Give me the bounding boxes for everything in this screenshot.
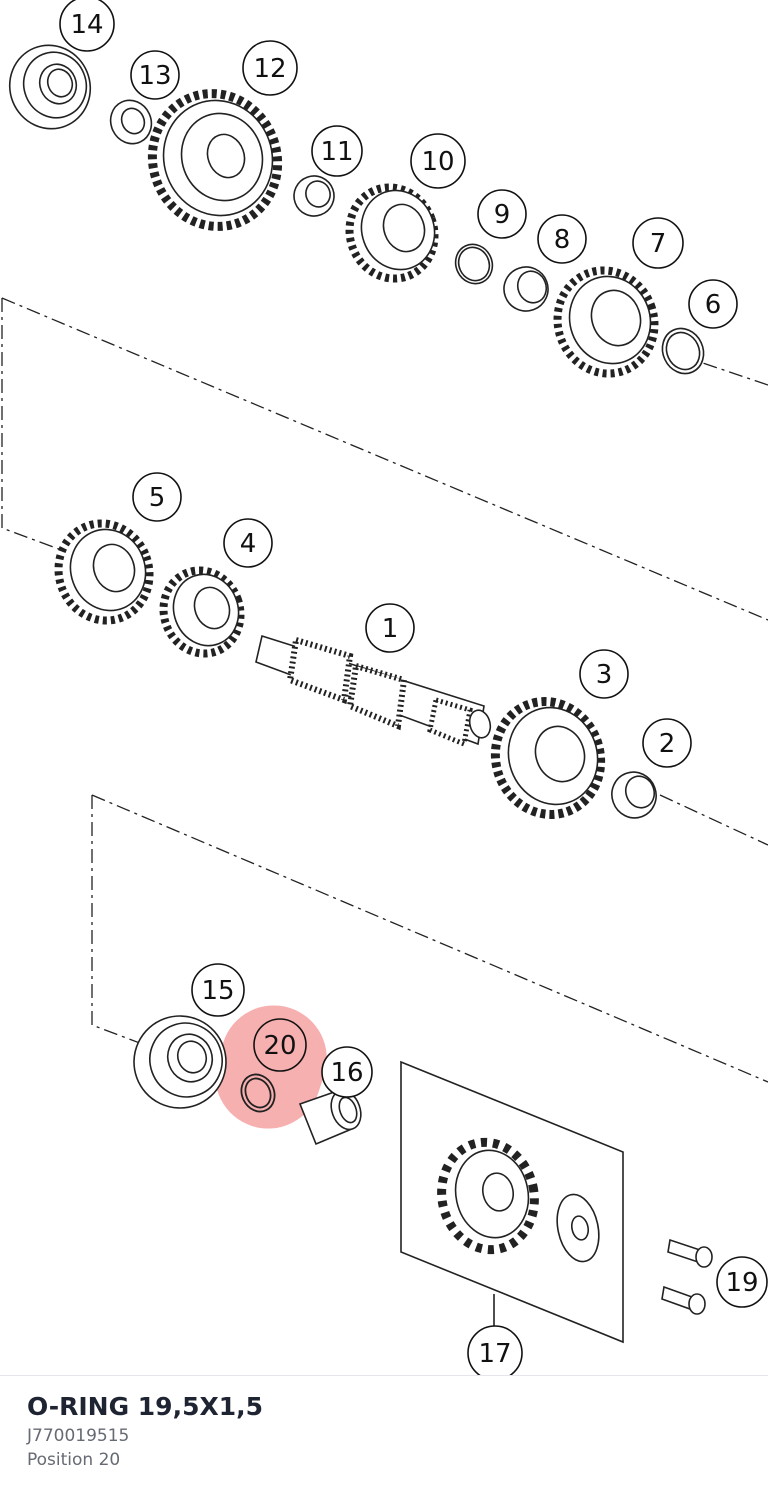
callout-9[interactable]: 9 [477,189,527,239]
callout-label: 8 [554,225,571,255]
part-12-gear[interactable] [134,76,296,244]
part-9-circlip[interactable] [449,238,499,289]
part-position: Position 20 [27,1450,121,1470]
callout-label: 9 [494,200,511,230]
callout-circle [59,0,115,52]
callout-14[interactable]: 14 [59,0,115,52]
callout-circle [688,279,738,329]
part-14-bearing[interactable] [0,33,103,141]
callout-circle [579,649,629,699]
part-info-panel: O-RING 19,5X1,5 J770019515 Position 20 [0,1375,768,1491]
callout-5[interactable]: 5 [132,472,182,522]
callout-circle [716,1256,768,1308]
callout-circle [253,1018,307,1072]
callout-4[interactable]: 4 [223,518,273,568]
callout-label: 15 [201,976,234,1006]
part-3-gear[interactable] [480,687,617,830]
callout-17[interactable]: 17 [467,1325,523,1375]
callout-label: 6 [705,290,722,320]
callout-label: 3 [596,660,613,690]
callout-circle [311,125,363,177]
callout-2[interactable]: 2 [642,718,692,768]
callout-circle [242,40,298,96]
callout-circle [365,603,415,653]
callout-label: 12 [253,54,286,84]
part-6-washer[interactable] [655,322,711,381]
callout-6[interactable]: 6 [688,279,738,329]
part-8-bushing[interactable] [498,261,554,317]
callout-label: 17 [478,1339,511,1369]
callout-label: 4 [240,529,257,559]
callout-label: 1 [382,614,399,644]
callout-circle [223,518,273,568]
part-20-o-ring[interactable] [235,1069,280,1117]
part-17-sprocket-group[interactable] [400,1060,624,1344]
callout-label: 19 [725,1268,758,1298]
part-19-bolts[interactable] [661,1238,713,1315]
callout-label: 7 [650,229,667,259]
part-title: O-RING 19,5X1,5 [27,1392,264,1421]
callout-1[interactable]: 1 [365,603,415,653]
part-10-gear[interactable] [337,175,447,290]
callout-20[interactable]: 20 [253,1018,307,1072]
callout-label: 5 [149,483,166,513]
callout-7[interactable]: 7 [632,217,684,269]
callout-10[interactable]: 10 [410,133,466,189]
callout-label: 13 [138,61,171,91]
part-15-bearing[interactable] [121,1003,239,1121]
assembly-guide-lines [1,297,768,1083]
callout-circle [130,50,180,100]
part-2-bushing[interactable] [605,766,662,824]
callout-circle [191,963,245,1017]
callout-label: 11 [320,137,353,167]
callout-circle [642,718,692,768]
part-7-gear[interactable] [543,257,669,388]
callout-circle [632,217,684,269]
callout-circle [477,189,527,239]
callout-circle [537,214,587,264]
callout-label: 20 [263,1031,296,1061]
callout-label: 2 [659,729,676,759]
callout-11[interactable]: 11 [311,125,363,177]
callout-12[interactable]: 12 [242,40,298,96]
callout-3[interactable]: 3 [579,649,629,699]
callout-circle [410,133,466,189]
part-number: J770019515 [27,1426,130,1446]
part-1-shaft[interactable] [255,634,493,748]
callout-15[interactable]: 15 [191,963,245,1017]
part-11-bushing[interactable] [288,170,339,221]
callout-16[interactable]: 16 [321,1046,373,1098]
callout-circle [321,1046,373,1098]
callout-8[interactable]: 8 [537,214,587,264]
callout-13[interactable]: 13 [130,50,180,100]
callout-label: 14 [70,10,103,40]
callout-circle [132,472,182,522]
callout-19[interactable]: 19 [716,1256,768,1308]
callout-label: 10 [421,147,454,177]
callout-label: 16 [330,1058,363,1088]
callout-circle [467,1325,523,1375]
part-5-gear[interactable] [45,511,163,634]
part-13-washer[interactable] [104,94,159,151]
part-4-gear[interactable] [152,560,252,665]
